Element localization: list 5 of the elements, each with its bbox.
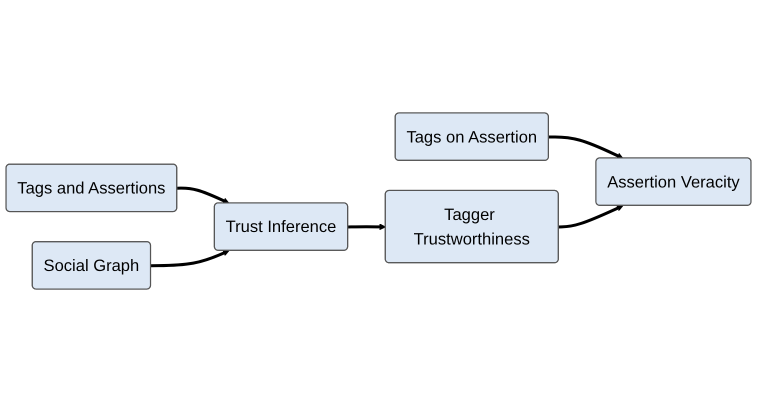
arrow: [558, 205, 624, 228]
arrow: [177, 186, 230, 204]
arrow: [348, 224, 386, 230]
arrow: [150, 250, 230, 268]
arrow: [548, 135, 624, 159]
